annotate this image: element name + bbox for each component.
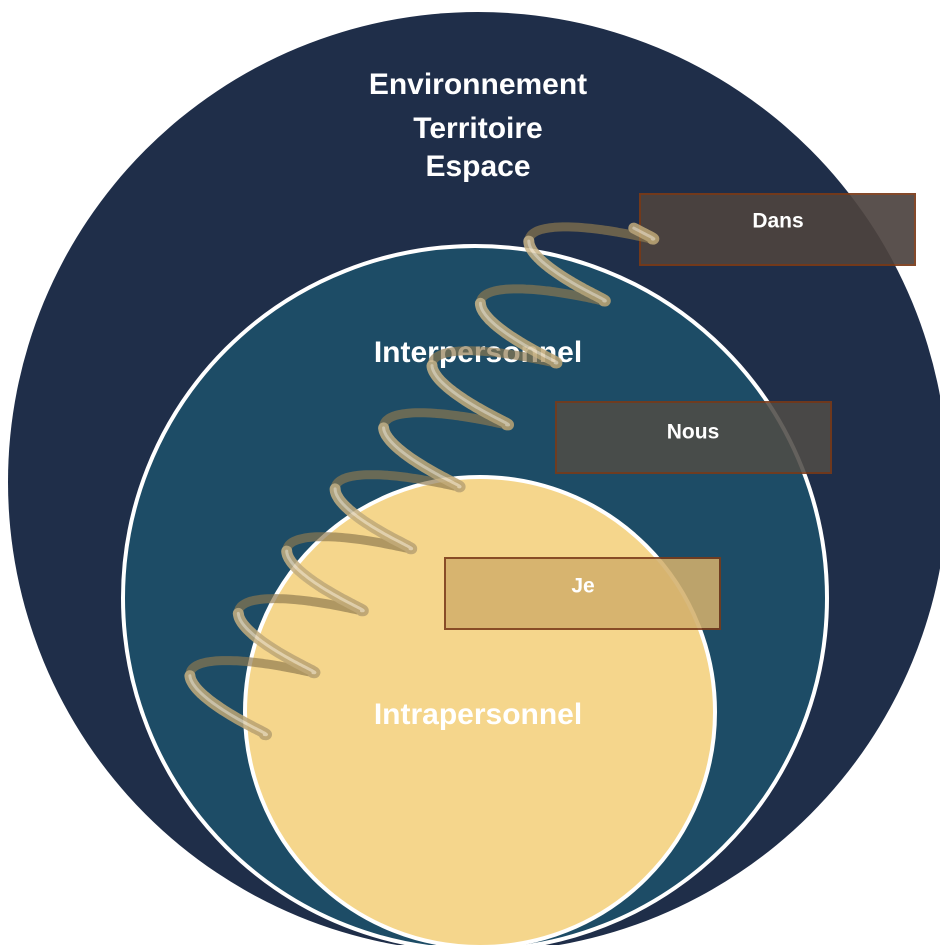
je-box [444, 557, 721, 630]
dans-box [639, 193, 916, 266]
outer-label-environnement: Environnement [369, 68, 587, 101]
nous-box [555, 401, 832, 474]
je-box-label: Je [571, 575, 594, 598]
outer-label-territoire: Territoire [413, 112, 542, 145]
spiral-highlight [188, 226, 656, 737]
outer-label-espace: Espace [425, 150, 530, 183]
intrapersonnel-label: Intrapersonnel [374, 698, 582, 731]
spiral-spring-icon [184, 222, 660, 741]
dans-box-label: Dans [752, 210, 803, 233]
nous-box-label: Nous [667, 421, 720, 444]
spiral-back-coil [185, 222, 657, 679]
